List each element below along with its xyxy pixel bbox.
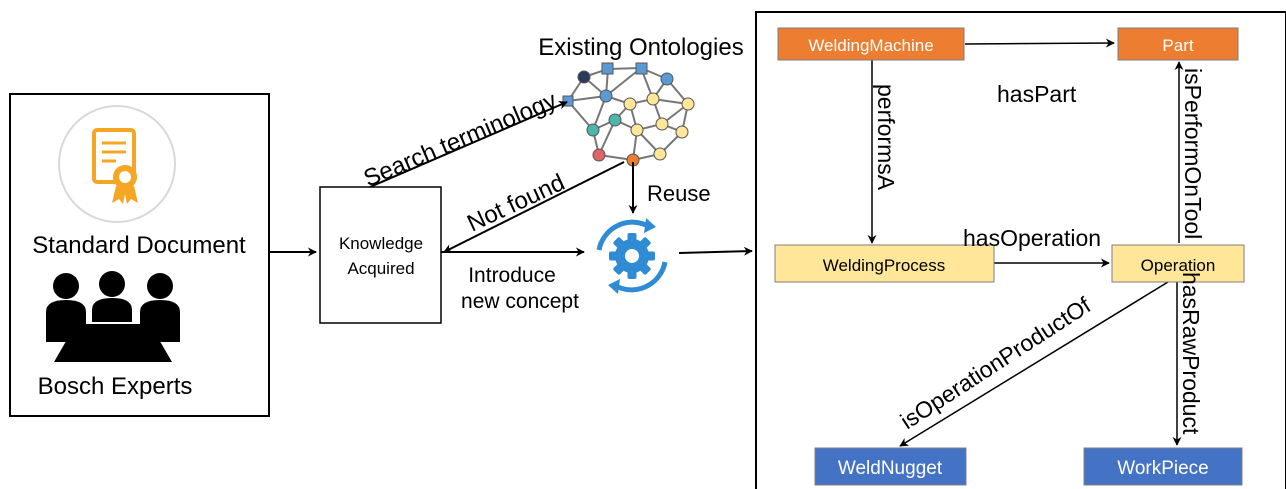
class-part-label: Part [1162,36,1193,55]
ontology-panel [755,11,1286,489]
arrow-not-found [443,161,625,253]
certificate-icon [58,105,176,223]
class-operation-box [1111,244,1245,283]
ontology-network-nodes [562,62,695,167]
relation-has-part-line [964,38,1115,48]
class-weld-nugget-label: WeldNugget [838,458,943,479]
relation-is-perform-on-tool-label: isPerformOnTool [1180,68,1206,239]
standard-document-label: Standard Document [32,232,246,259]
class-welding-machine-box [777,27,965,61]
not-found-label: Not found [463,169,569,237]
relation-has-part-label: hasPart [997,81,1077,107]
class-weld-nugget-box [814,447,967,486]
reuse-label: Reuse [647,181,711,206]
introduce-label-line1: Introduce [468,264,556,287]
class-welding-process-box [774,244,995,283]
relation-performs-a-label: performsA [873,84,899,191]
source-box [9,93,270,417]
right-edge-mask [1245,60,1286,245]
introduce-label-line2: new concept [461,290,579,313]
class-work-piece-label: WorkPiece [1117,458,1209,479]
knowledge-label-line2: Acquired [347,259,414,278]
relation-has-operation-label: hasOperation [963,225,1101,251]
class-work-piece-box [1083,447,1243,486]
class-part-box [1117,27,1239,61]
relation-has-raw-product-label: hasRawProduct [1178,272,1204,435]
experts-icon [46,271,180,362]
knowledge-acquired-box [319,186,442,324]
existing-ontologies-label: Existing Ontologies [538,34,743,61]
relation-is-operation-product-of-line [899,281,1169,447]
class-operation-label: Operation [1141,256,1216,275]
class-welding-process-label: WeldingProcess [823,256,946,275]
arrow-search-terminology [369,101,568,188]
relation-is-operation-product-of-label: isOperationProductOf [896,292,1096,435]
bosch-experts-label: Bosch Experts [38,373,193,400]
arrow-gear-to-ontology [678,246,753,256]
knowledge-label-line1: Knowledge [339,234,423,253]
class-welding-machine-label: WeldingMachine [808,36,933,55]
search-terminology-label: Search terminology [360,87,561,193]
gear-cycle-icon [596,218,668,294]
